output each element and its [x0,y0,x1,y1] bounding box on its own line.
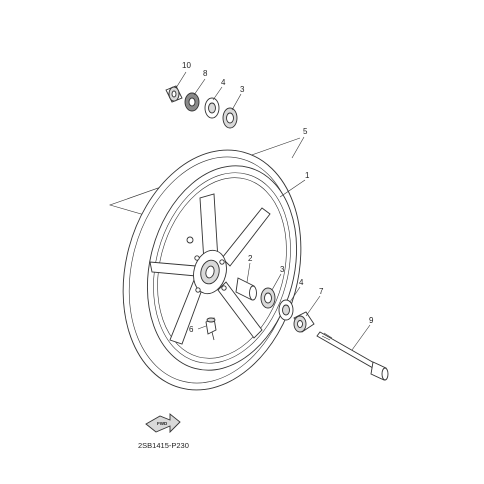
callout-1: 1 [305,171,310,180]
axle-nut [165,85,183,103]
callout-2: 2 [248,254,253,263]
diagram-code: 2SB1415-P230 [138,441,189,450]
tire-valve [205,317,217,341]
callout-7: 7 [319,287,324,296]
bearing-lower [260,287,276,309]
callout-4-lower: 4 [299,278,304,287]
oil-seal-upper [204,97,220,119]
leader-lines [175,71,371,351]
fwd-arrow-icon: FWD [145,413,181,434]
wheel-hub [186,236,227,295]
collar [235,277,257,301]
callout-8: 8 [203,69,208,78]
callout-6: 6 [189,325,194,334]
callout-labels: 10 8 4 3 5 1 2 3 4 7 6 9 [182,61,374,334]
callout-4-upper: 4 [221,78,226,87]
oil-seal-lower [278,299,294,321]
callout-5: 5 [303,127,308,136]
fwd-label: FWD [157,421,168,426]
axle-shaft [316,331,389,381]
callout-10: 10 [182,61,191,70]
side-collar [293,311,315,333]
callout-9: 9 [369,316,374,325]
callout-3-upper: 3 [240,85,245,94]
bearing-upper [222,107,238,129]
gear-unit [184,92,200,112]
callout-3-lower: 3 [280,265,285,274]
